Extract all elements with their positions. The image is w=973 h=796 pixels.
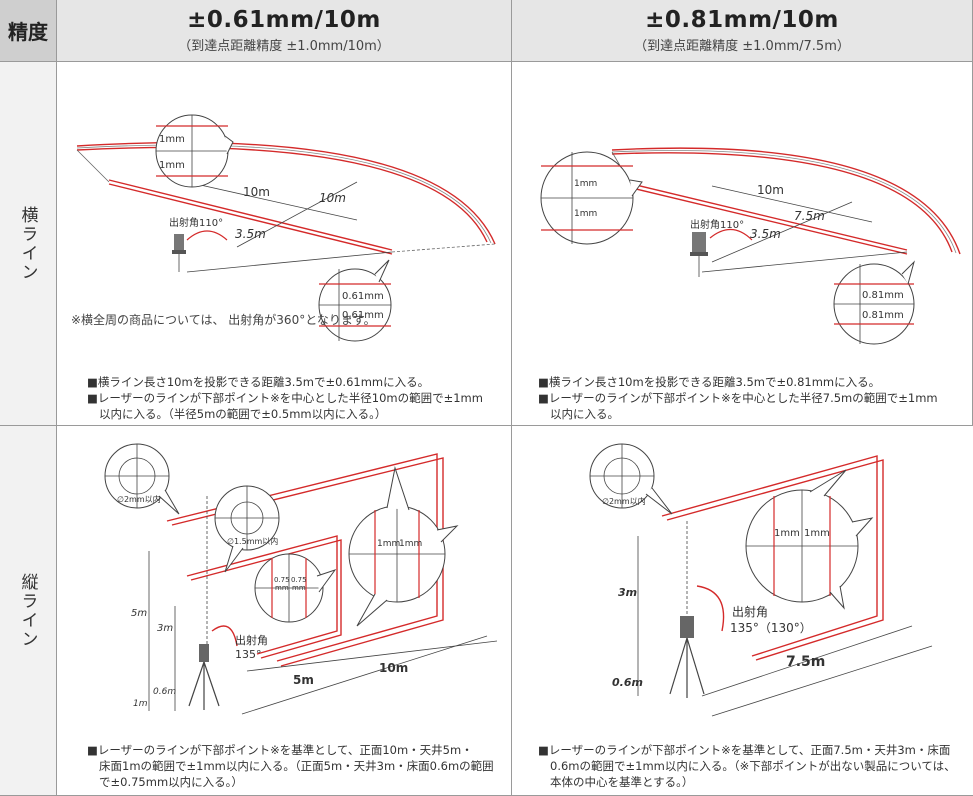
v-left-height-0-6m: 0.6m xyxy=(153,687,176,697)
h-right-circle2-label1: 0.81mm xyxy=(862,290,904,301)
h-left-dist-3-5m: 3.5m xyxy=(235,227,266,241)
v-left-angle: 出射角 xyxy=(235,633,268,647)
h-right-note-1: ■横ライン長さ10mを投影できる距離3.5mで±0.81mmに入る。 xyxy=(538,375,881,389)
vertical-right-cell: ∅2mm以内 1mm 1mm 3m 0.6m 出射角 135°（130°） 7.… xyxy=(512,426,973,796)
h-left-dist-10m-1: 10m xyxy=(243,185,270,199)
header-left-sub: （到達点距離精度 ±1.0mm/10m） xyxy=(178,39,390,54)
header-right: ±0.81mm/10m （到達点距離精度 ±1.0mm/7.5m） xyxy=(512,0,973,62)
v-left-note-2: 床面1mの範囲で±1mm以内に入る。（正面5m・天井3m・床面0.6mの範囲 xyxy=(99,759,494,773)
v-left-circle4-label-b: 0.75 xyxy=(291,576,307,584)
h-left-dist-10m-2: 10m xyxy=(319,191,346,205)
row-label-vertical: 縦ライン xyxy=(0,426,57,796)
v-right-dist-7-5m: 7.5m xyxy=(786,654,825,670)
h-left-extra: ※横全周の商品については、 出射角が360°となります。 xyxy=(71,312,376,329)
v-left-circle1-label: ∅2mm以内 xyxy=(117,494,161,504)
v-left-note-3: で±0.75mm以内に入る。） xyxy=(99,775,243,789)
horizontal-right-cell: 1mm 1mm 0.81mm 0.81mm 10m 7.5m 3.5m 出射角1… xyxy=(512,62,973,426)
v-left-dist-5m: 5m xyxy=(293,673,314,687)
v-left-notes: ■レーザーのラインが下部ポイント※を基準として、正面10m・天井5m・ 床面1m… xyxy=(87,742,494,790)
v-right-angle-2: 135°（130°） xyxy=(730,621,812,635)
v-right-height-0-6m: 0.6m xyxy=(612,676,643,689)
h-right-dist-7-5m: 7.5m xyxy=(794,209,825,223)
h-left-note-1: ■横ライン長さ10mを投影できる距離3.5mで±0.61mmに入る。 xyxy=(87,375,430,389)
corner-label: 精度 xyxy=(8,20,48,44)
header-right-sub: （到達点距離精度 ±1.0mm/7.5m） xyxy=(634,39,850,54)
h-right-notes: ■横ライン長さ10mを投影できる距離3.5mで±0.81mmに入る。 ■レーザー… xyxy=(538,374,938,422)
h-left-notes: ■横ライン長さ10mを投影できる距離3.5mで±0.61mmに入る。 ■レーザー… xyxy=(87,374,483,422)
v-right-circle2-label-b: 1mm xyxy=(804,528,830,539)
row-label-horizontal-text: 横ライン xyxy=(17,205,38,282)
header-right-main: ±0.81mm/10m xyxy=(645,7,839,33)
header-left-main: ±0.61mm/10m xyxy=(187,7,381,33)
v-left-note-1: ■レーザーのラインが下部ポイント※を基準として、正面10m・天井5m・ xyxy=(87,743,473,757)
h-left-circle1-label2: 1mm xyxy=(159,160,185,171)
horizontal-right-diagram: 1mm 1mm 0.81mm 0.81mm 10m 7.5m 3.5m 出射角1… xyxy=(540,147,961,345)
h-right-circle1-label1: 1mm xyxy=(574,179,597,189)
h-left-extra-2: 出射角が360°となります。 xyxy=(228,313,376,327)
h-right-note-3: 以内に入る。 xyxy=(550,407,619,421)
v-right-height-3m: 3m xyxy=(618,586,637,599)
h-right-dist-3-5m: 3.5m xyxy=(750,227,781,241)
v-right-note-1: ■レーザーのラインが下部ポイント※を基準として、正面7.5m・天井3m・床面 xyxy=(538,743,951,757)
v-left-height-5m: 5m xyxy=(131,608,147,619)
h-right-dist-10m: 10m xyxy=(757,183,784,197)
v-right-notes: ■レーザーのラインが下部ポイント※を基準として、正面7.5m・天井3m・床面 0… xyxy=(538,742,956,790)
v-right-circle1-label: ∅2mm以内 xyxy=(602,496,646,506)
v-left-height-1m: 1m xyxy=(133,699,148,709)
h-left-circle1-label1: 1mm xyxy=(159,134,185,145)
h-left-circle2-label2: 0.61mm xyxy=(342,310,384,321)
h-left-circle2-label1: 0.61mm xyxy=(342,291,384,302)
h-left-extra-1: ※横全周の商品については、 xyxy=(71,313,225,327)
vertical-left-cell: ∅2mm以内 ∅1.5mm以内 1mm 1mm xyxy=(57,426,512,796)
h-left-note-2: ■レーザーのラインが下部ポイント※を中心とした半径10mの範囲で±1mm xyxy=(87,391,483,405)
h-left-note-3: 以内に入る。（半径5mの範囲で±0.5mm以内に入る。） xyxy=(99,407,387,421)
v-left-height-3m: 3m xyxy=(157,623,173,634)
horizontal-left-diagram: 1mm 1mm 0.61mm 0.61mm 10m 10m 3.5m 出射角11… xyxy=(76,114,496,342)
v-left-circle2-label: ∅1.5mm以内 xyxy=(227,536,278,546)
header-left: ±0.61mm/10m （到達点距離精度 ±1.0mm/10m） xyxy=(57,0,512,62)
horizontal-left-cell: 1mm 1mm 0.61mm 0.61mm 10m 10m 3.5m 出射角11… xyxy=(57,62,512,426)
v-left-angle-2: 135° xyxy=(235,648,262,661)
h-left-angle: 出射角110° xyxy=(169,216,223,229)
v-left-dist-10m: 10m xyxy=(379,661,408,675)
v-right-angle: 出射角 xyxy=(732,604,768,619)
corner-header: 精度 xyxy=(0,0,57,62)
v-right-note-3: 本体の中心を基準とする。） xyxy=(550,775,694,789)
vertical-right-diagram: ∅2mm以内 1mm 1mm 3m 0.6m 出射角 135°（130°） 7.… xyxy=(589,443,933,717)
v-right-circle2-label-a: 1mm xyxy=(774,528,800,539)
h-right-note-2: ■レーザーのラインが下部ポイント※を中心とした半径7.5mの範囲で±1mm xyxy=(538,391,938,405)
v-right-note-2: 0.6mの範囲で±1mm以内に入る。（※下部ポイントが出ない製品については、 xyxy=(550,759,956,773)
h-right-angle: 出射角110° xyxy=(690,218,744,231)
h-right-circle2-label2: 0.81mm xyxy=(862,310,904,321)
h-right-circle1-label2: 1mm xyxy=(574,209,597,219)
vertical-left-diagram: ∅2mm以内 ∅1.5mm以内 1mm 1mm xyxy=(104,443,498,715)
v-left-circle4-label-a: 0.75 xyxy=(274,576,290,584)
v-left-circle3-label-b: 1mm xyxy=(399,539,422,549)
row-label-horizontal: 横ライン xyxy=(0,62,57,426)
row-label-vertical-text: 縦ライン xyxy=(17,572,38,649)
v-left-circle3-label-a: 1mm xyxy=(377,539,400,549)
v-left-circle4-label-b2: mm xyxy=(292,584,306,592)
v-left-circle4-label-a2: mm xyxy=(275,584,289,592)
